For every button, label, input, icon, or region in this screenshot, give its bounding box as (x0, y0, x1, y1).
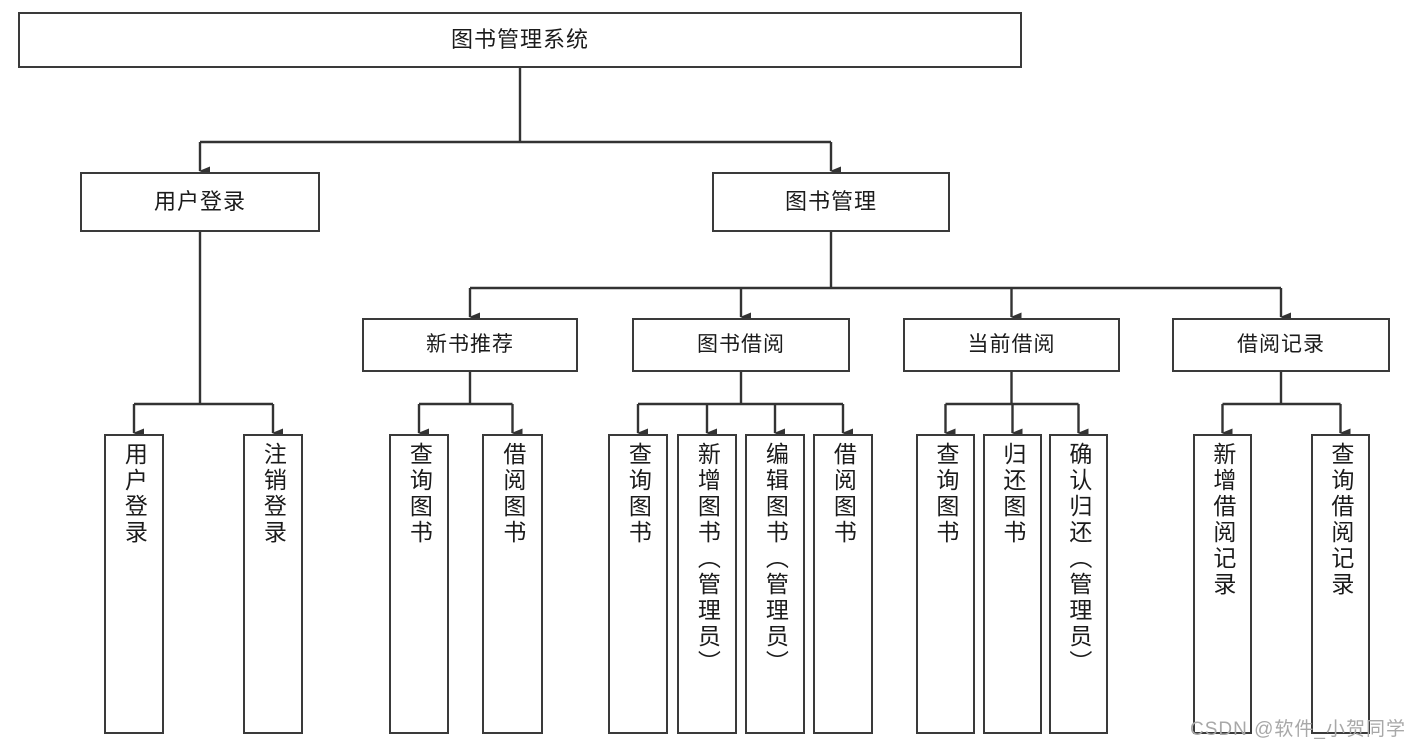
node-lf8: 借阅图书 (813, 434, 873, 734)
node-label: 确认归还（管理员） (1065, 442, 1092, 676)
node-label: 查询图书 (625, 442, 652, 546)
node-l2d: 借阅记录 (1172, 318, 1390, 372)
node-l2c: 当前借阅 (903, 318, 1120, 372)
node-lf7: 编辑图书（管理员） (745, 434, 805, 734)
node-lf6: 新增图书（管理员） (677, 434, 737, 734)
node-lf4: 借阅图书 (482, 434, 543, 734)
node-label: 用户登录 (153, 189, 246, 215)
node-lf9: 查询图书 (916, 434, 975, 734)
node-label: 新增借阅记录 (1209, 442, 1236, 598)
node-label: 注销登录 (260, 442, 287, 546)
node-label: 图书借阅 (697, 332, 785, 356)
node-lf10: 归还图书 (983, 434, 1042, 734)
node-l2a: 新书推荐 (362, 318, 578, 372)
node-label: 查询图书 (932, 442, 959, 546)
node-label: 查询图书 (406, 442, 433, 546)
node-lf11: 确认归还（管理员） (1049, 434, 1108, 734)
node-lf5: 查询图书 (608, 434, 668, 734)
node-label: 当前借阅 (967, 332, 1056, 356)
node-lf3: 查询图书 (389, 434, 449, 734)
node-label: 新增图书（管理员） (694, 442, 721, 676)
node-lf12: 新增借阅记录 (1193, 434, 1252, 734)
node-label: 归还图书 (999, 442, 1026, 546)
node-lf1: 用户登录 (104, 434, 164, 734)
node-label: 查询借阅记录 (1327, 442, 1354, 598)
node-l2b: 图书借阅 (632, 318, 850, 372)
node-label: 图书管理系统 (450, 27, 589, 53)
node-label: 图书管理 (784, 189, 877, 215)
node-label: 新书推荐 (426, 332, 514, 356)
node-lf13: 查询借阅记录 (1311, 434, 1370, 734)
node-label: 借阅记录 (1237, 332, 1325, 356)
node-label: 借阅图书 (830, 442, 857, 546)
node-l1a: 用户登录 (80, 172, 320, 232)
node-label: 借阅图书 (499, 442, 526, 546)
node-label: 编辑图书（管理员） (762, 442, 789, 676)
node-label: 用户登录 (121, 442, 148, 546)
node-root: 图书管理系统 (18, 12, 1022, 68)
node-l1b: 图书管理 (712, 172, 950, 232)
watermark-text: CSDN @软件_小贺同学 (1190, 719, 1405, 740)
node-lf2: 注销登录 (243, 434, 303, 734)
